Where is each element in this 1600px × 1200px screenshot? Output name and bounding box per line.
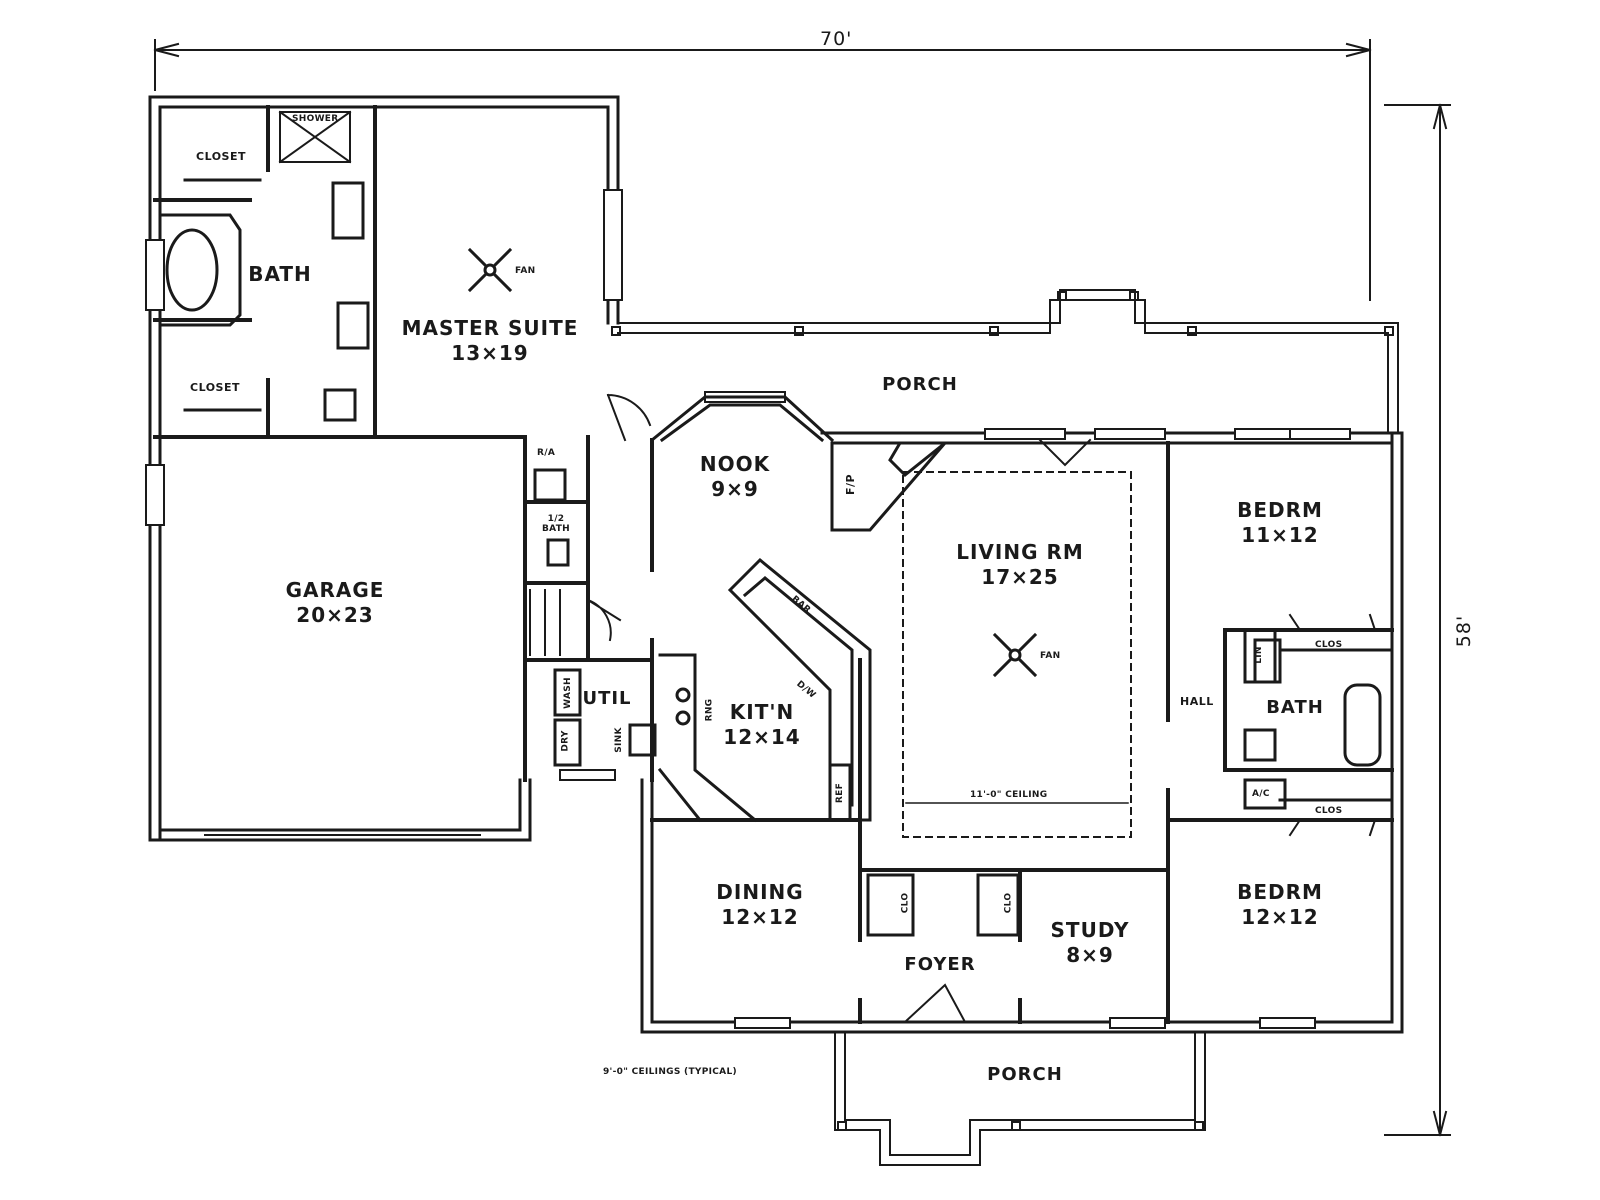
closet-outlines [183, 178, 1394, 937]
closet-foyer-left-label: CLO [900, 892, 911, 914]
room-label-porch-rear: PORCH [870, 372, 970, 397]
living-ceiling-outline [902, 471, 1132, 838]
room-name-bedroom-1: BEDRM [1237, 498, 1323, 522]
room-name-bath-2: BATH [1266, 697, 1324, 718]
room-size-garage: 20×23 [296, 603, 374, 627]
ac-label: A/C [1252, 789, 1270, 799]
depth-dimension-label: 58' [1453, 614, 1476, 648]
room-size-bedroom-2: 12×12 [1241, 905, 1319, 929]
fireplace-label: F/P [844, 473, 858, 496]
room-label-util: UTIL [572, 686, 642, 711]
room-label-study: STUDY 8×9 [1035, 918, 1145, 968]
room-name-porch-front: PORCH [987, 1064, 1063, 1085]
closet-label-top: CLOSET [196, 150, 246, 163]
room-label-dining: DINING 12×12 [705, 880, 815, 930]
room-name-study: STUDY [1050, 918, 1130, 942]
room-name-foyer: FOYER [904, 954, 976, 975]
typical-ceiling-label: 9'-0" CEILINGS (TYPICAL) [603, 1067, 737, 1077]
storage-steps [529, 589, 561, 656]
room-size-nook: 9×9 [711, 477, 759, 501]
doors [586, 393, 1377, 1024]
kitchen-bar [727, 557, 872, 822]
linen-label: LIN [1253, 646, 1264, 664]
room-label-garage: GARAGE 20×23 [270, 578, 400, 628]
nook-bay-window [649, 395, 835, 443]
room-label-foyer: FOYER [890, 952, 990, 977]
refrigerator-label: REF [835, 782, 846, 804]
room-label-bath-2: BATH [1255, 695, 1335, 720]
fan-living-label: FAN [1040, 651, 1061, 661]
kitchen-counter [657, 653, 758, 823]
room-name-living: LIVING RM [956, 540, 1084, 564]
room-label-master-suite: MASTER SUITE 13×19 [395, 316, 585, 366]
closet-bath2-label-a: CLOS [1315, 640, 1343, 650]
room-name-dining: DINING [716, 880, 804, 904]
room-label-living: LIVING RM 17×25 [935, 540, 1105, 590]
dryer-label: DRY [560, 730, 571, 752]
fan-master-label: FAN [515, 266, 536, 276]
room-label-nook: NOOK 9×9 [690, 452, 780, 502]
room-size-kitchen: 12×14 [723, 725, 801, 749]
room-name-master-bath: BATH [248, 262, 312, 286]
room-name-kitchen: KIT'N [729, 700, 795, 724]
closet-label-bottom: CLOSET [190, 381, 240, 394]
fireplace [830, 441, 950, 532]
return-air-label: R/A [537, 448, 556, 458]
sink-label: SINK [613, 727, 624, 753]
closet-bath2-label-b: CLOS [1315, 806, 1343, 816]
room-name-garage: GARAGE [285, 578, 385, 602]
washer-label: WASH [562, 677, 573, 709]
room-size-master-suite: 13×19 [451, 341, 529, 365]
room-label-bedroom-1: BEDRM 11×12 [1225, 498, 1335, 548]
fan-living-icon [992, 632, 1038, 678]
room-name-nook: NOOK [699, 452, 771, 476]
width-dimension-label: 70' [820, 28, 853, 50]
room-size-bedroom-1: 11×12 [1241, 523, 1319, 547]
room-label-bedroom-2: BEDRM 12×12 [1225, 880, 1335, 930]
dimension-depth-line [1384, 103, 1451, 1137]
shower-label: SHOWER [292, 114, 339, 124]
room-size-dining: 12×12 [721, 905, 799, 929]
room-label-porch-front: PORCH [975, 1062, 1075, 1087]
dimension-width-line [153, 39, 1372, 301]
interior-walls [153, 105, 1394, 1024]
hall-label: HALL [1180, 695, 1214, 708]
closet-foyer-right-label: CLO [1003, 892, 1014, 914]
room-label-kitchen: KIT'N 12×14 [712, 700, 812, 750]
front-porch-outline [834, 1031, 1206, 1166]
room-name-util: UTIL [582, 688, 632, 709]
fan-master-icon [467, 247, 513, 293]
shower-stall [278, 110, 352, 164]
room-size-living: 17×25 [981, 565, 1059, 589]
living-ceiling-label: 11'-0" CEILING [970, 790, 1048, 800]
room-label-master-bath: BATH [240, 262, 320, 287]
range-label: RNG [704, 698, 715, 722]
half-bath-label: 1/2 BATH [542, 514, 570, 534]
room-name-master-suite: MASTER SUITE [401, 316, 579, 340]
room-name-bedroom-2: BEDRM [1237, 880, 1323, 904]
rear-porch-outline [611, 289, 1399, 434]
room-name-porch-rear: PORCH [882, 374, 958, 395]
room-size-study: 8×9 [1066, 943, 1114, 967]
